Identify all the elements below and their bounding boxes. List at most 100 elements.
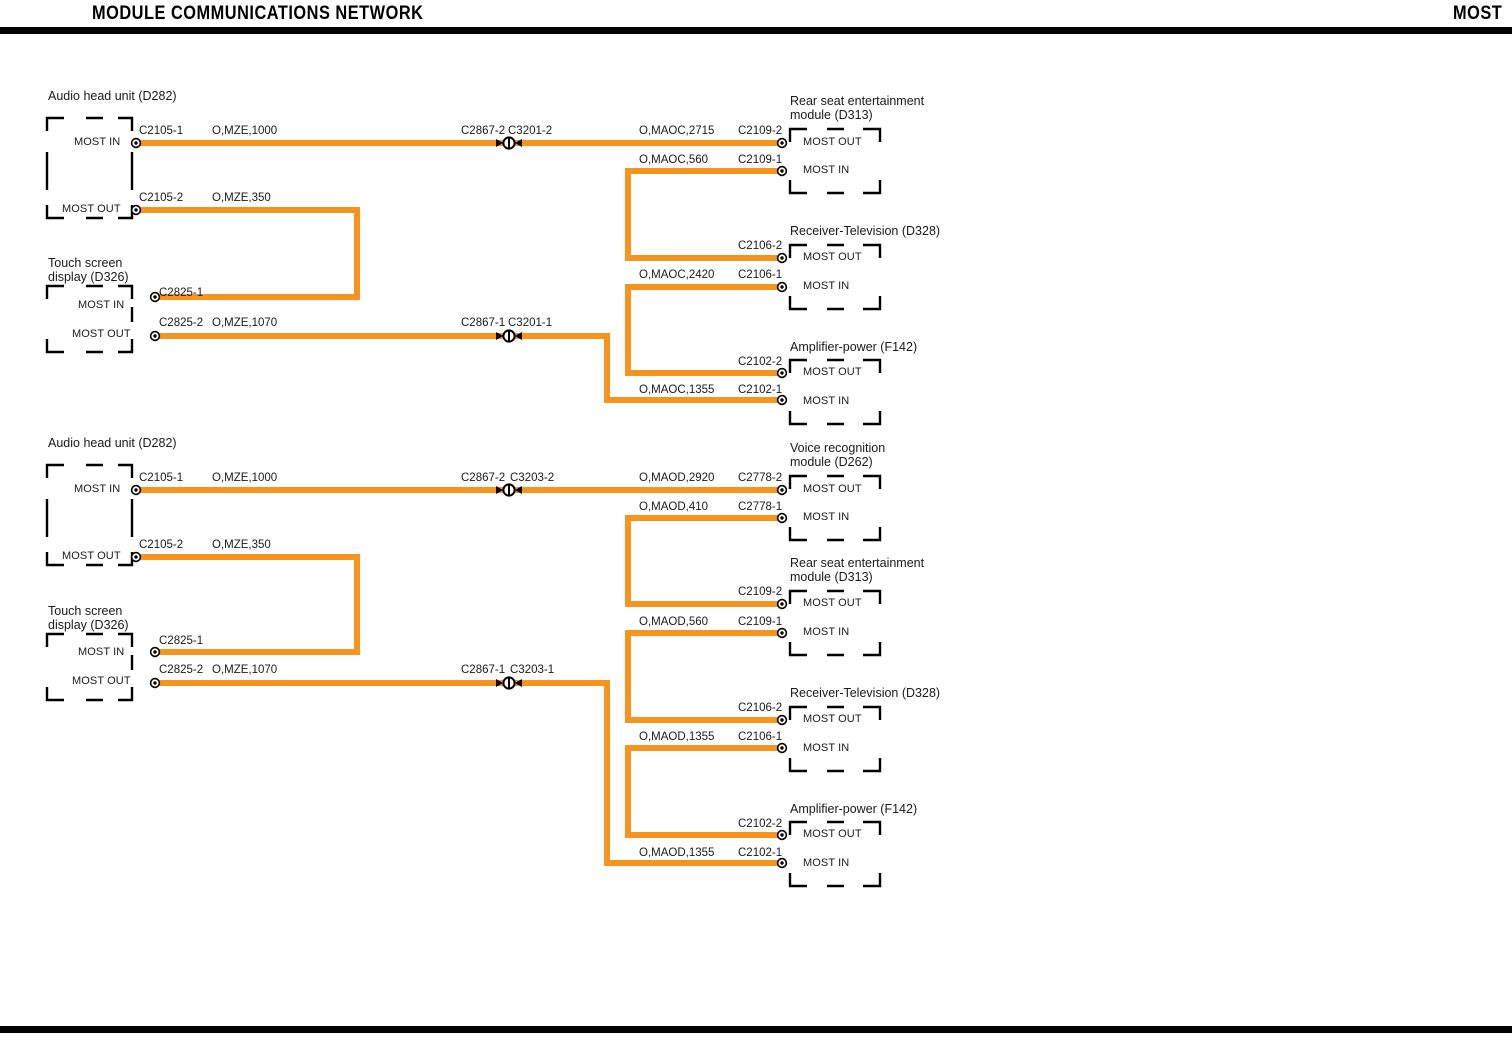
- inline-connector-label-c3201-1-top: C3201-1: [508, 317, 553, 329]
- pin-terminal-c2109-1-bottom: [776, 627, 788, 639]
- pin-terminal-c2825-2-top: [149, 330, 161, 342]
- port-label-most-in-d328-top: MOST IN: [803, 280, 850, 292]
- connector-label-c2105-1-top: C2105-1: [139, 125, 184, 137]
- connector-label-c2106-1-top: C2106-1: [738, 269, 783, 281]
- module-label-audio-head-unit-top: Audio head unit (D282): [48, 89, 177, 103]
- module-label-amplifier-power-top: Amplifier-power (F142): [790, 340, 918, 354]
- pin-terminal-c2825-1-bottom: [149, 646, 161, 658]
- port-label-most-in-d313-bottom: MOST IN: [803, 626, 850, 638]
- port-label-most-out-d313-top: MOST OUT: [803, 136, 862, 148]
- module-box-audio-head-unit-top: [45, 116, 134, 220]
- pin-terminal-c2106-1-bottom: [776, 742, 788, 754]
- port-label-most-in-f142-top: MOST IN: [803, 395, 850, 407]
- connector-label-c2825-1-top: C2825-1: [159, 287, 204, 299]
- pin-terminal-c2109-2-top: [776, 137, 788, 149]
- inline-connector-c2867-2-c3203-2: [496, 483, 522, 497]
- connector-label-c2102-2-top: C2102-2: [738, 356, 783, 368]
- pin-terminal-c2109-2-bottom: [776, 598, 788, 610]
- inline-connector-label-c2867-1-bottom: C2867-1: [461, 664, 506, 676]
- header-rule: [0, 27, 1512, 34]
- connector-label-c2105-2-top: C2105-2: [139, 192, 184, 204]
- port-label-most-in-d282-top: MOST IN: [74, 136, 121, 148]
- port-label-most-in-d313-top: MOST IN: [803, 164, 850, 176]
- connector-label-c2825-2-bottom: C2825-2: [159, 664, 204, 676]
- connector-label-c2825-1-bottom: C2825-1: [159, 635, 204, 647]
- module-label-voice-recognition-bottom: Voice recognition module (D262): [790, 441, 886, 469]
- port-label-most-out-d313-bottom: MOST OUT: [803, 597, 862, 609]
- port-label-most-in-f142-bottom: MOST IN: [803, 857, 850, 869]
- connector-label-c2102-2-bottom: C2102-2: [738, 818, 783, 830]
- wire-o-maod-410-bottom: [625, 515, 781, 607]
- module-label-receiver-television-bottom: Receiver-Television (D328): [790, 686, 941, 700]
- port-label-most-out-d262-bottom: MOST OUT: [803, 483, 862, 495]
- wire-o-maod-1355-bottom: [625, 745, 781, 838]
- module-label-rear-seat-entertainment-top: Rear seat entertainment module (D313): [790, 94, 925, 122]
- port-label-most-in-d328-bottom: MOST IN: [803, 742, 850, 754]
- connector-label-c2109-2-bottom: C2109-2: [738, 586, 783, 598]
- inline-connector-label-c3201-2-top: C3201-2: [508, 125, 553, 137]
- circuit-label-o-mze-1070-bottom: O,MZE,1070: [212, 664, 278, 676]
- connector-label-c2109-1-top: C2109-1: [738, 154, 783, 166]
- connector-label-c2778-2: C2778-2: [738, 472, 783, 484]
- connector-label-c2106-2-bottom: C2106-2: [738, 702, 783, 714]
- inline-connector-c2867-1-c3201-1: [496, 329, 522, 343]
- pin-terminal-c2102-2-top: [776, 367, 788, 379]
- circuit-label-o-maoc-2715: O,MAOC,2715: [639, 125, 715, 137]
- port-label-most-out-d282-bottom: MOST OUT: [62, 550, 121, 562]
- module-box-receiver-television-bottom: [788, 705, 882, 773]
- circuit-label-o-maod-1355-b: O,MAOD,1355: [639, 847, 715, 859]
- wire-o-maoc-2420-top: [625, 284, 781, 376]
- pin-terminal-c2778-2-bottom: [776, 484, 788, 496]
- pin-terminal-c2102-2-bottom: [776, 829, 788, 841]
- network-type-label: MOST: [1452, 3, 1502, 24]
- pin-terminal-c2105-1-bottom: [130, 484, 142, 496]
- module-label-receiver-television-top: Receiver-Television (D328): [790, 224, 941, 238]
- port-label-most-in-d282-bottom: MOST IN: [74, 483, 121, 495]
- wire-o-mze-1070-maod-1355-bottom: [155, 680, 781, 866]
- port-label-most-in-d262-bottom: MOST IN: [803, 511, 850, 523]
- inline-connector-c2867-2-c3201-2: [496, 136, 522, 150]
- circuit-label-o-mze-1070-top: O,MZE,1070: [212, 317, 278, 329]
- circuit-label-o-maod-2920: O,MAOD,2920: [639, 472, 715, 484]
- connector-label-c2102-1-bottom: C2102-1: [738, 847, 783, 859]
- circuit-label-o-maod-560: O,MAOD,560: [639, 616, 709, 628]
- inline-connector-label-c2867-2-bottom: C2867-2: [461, 472, 506, 484]
- circuit-label-o-maoc-2420: O,MAOC,2420: [639, 269, 715, 281]
- connector-label-c2778-1: C2778-1: [738, 501, 783, 513]
- footer-rule: [0, 1026, 1512, 1033]
- pin-terminal-c2102-1-bottom: [776, 857, 788, 869]
- port-label-most-out-d328-bottom: MOST OUT: [803, 713, 862, 725]
- pin-terminal-c2109-1-top: [776, 165, 788, 177]
- connector-label-c2106-2-top: C2106-2: [738, 240, 783, 252]
- port-label-most-out-d328-top: MOST OUT: [803, 251, 862, 263]
- inline-connector-c2867-1-c3203-1: [496, 676, 522, 690]
- circuit-label-o-maod-1355-a: O,MAOD,1355: [639, 731, 715, 743]
- circuit-label-o-mze-350-bottom: O,MZE,350: [212, 539, 271, 551]
- port-label-most-out-d326-top: MOST OUT: [72, 328, 131, 340]
- port-label-most-out-d282-top: MOST OUT: [62, 203, 121, 215]
- connector-label-c2109-1-bottom: C2109-1: [738, 616, 783, 628]
- pin-terminal-c2825-1-top: [149, 291, 161, 303]
- connector-label-c2825-2-top: C2825-2: [159, 317, 204, 329]
- port-label-most-out-d326-bottom: MOST OUT: [72, 675, 131, 687]
- page-title: MODULE COMMUNICATIONS NETWORK: [92, 3, 424, 24]
- inline-connector-label-c3203-1-bottom: C3203-1: [510, 664, 555, 676]
- module-box-touch-screen-display-bottom: [45, 632, 134, 702]
- wire-o-maoc-560-top: [625, 168, 781, 261]
- pin-terminal-c2105-2-bottom: [130, 551, 142, 563]
- module-box-rear-seat-entertainment-bottom: [788, 589, 882, 657]
- circuit-label-o-maod-410: O,MAOD,410: [639, 501, 709, 513]
- wire-o-maod-560-bottom: [625, 630, 781, 723]
- inline-connector-label-c2867-2-top: C2867-2: [461, 125, 506, 137]
- module-label-amplifier-power-bottom: Amplifier-power (F142): [790, 802, 918, 816]
- inline-connector-label-c3203-2-bottom: C3203-2: [510, 472, 555, 484]
- connector-label-c2109-2-top: C2109-2: [738, 125, 783, 137]
- connector-label-c2106-1-bottom: C2106-1: [738, 731, 783, 743]
- inline-connector-label-c2867-1-top: C2867-1: [461, 317, 506, 329]
- port-label-most-out-f142-bottom: MOST OUT: [803, 828, 862, 840]
- pin-terminal-c2106-2-top: [776, 252, 788, 264]
- pin-terminal-c2105-1-top: [130, 137, 142, 149]
- connector-label-c2105-2-bottom: C2105-2: [139, 539, 184, 551]
